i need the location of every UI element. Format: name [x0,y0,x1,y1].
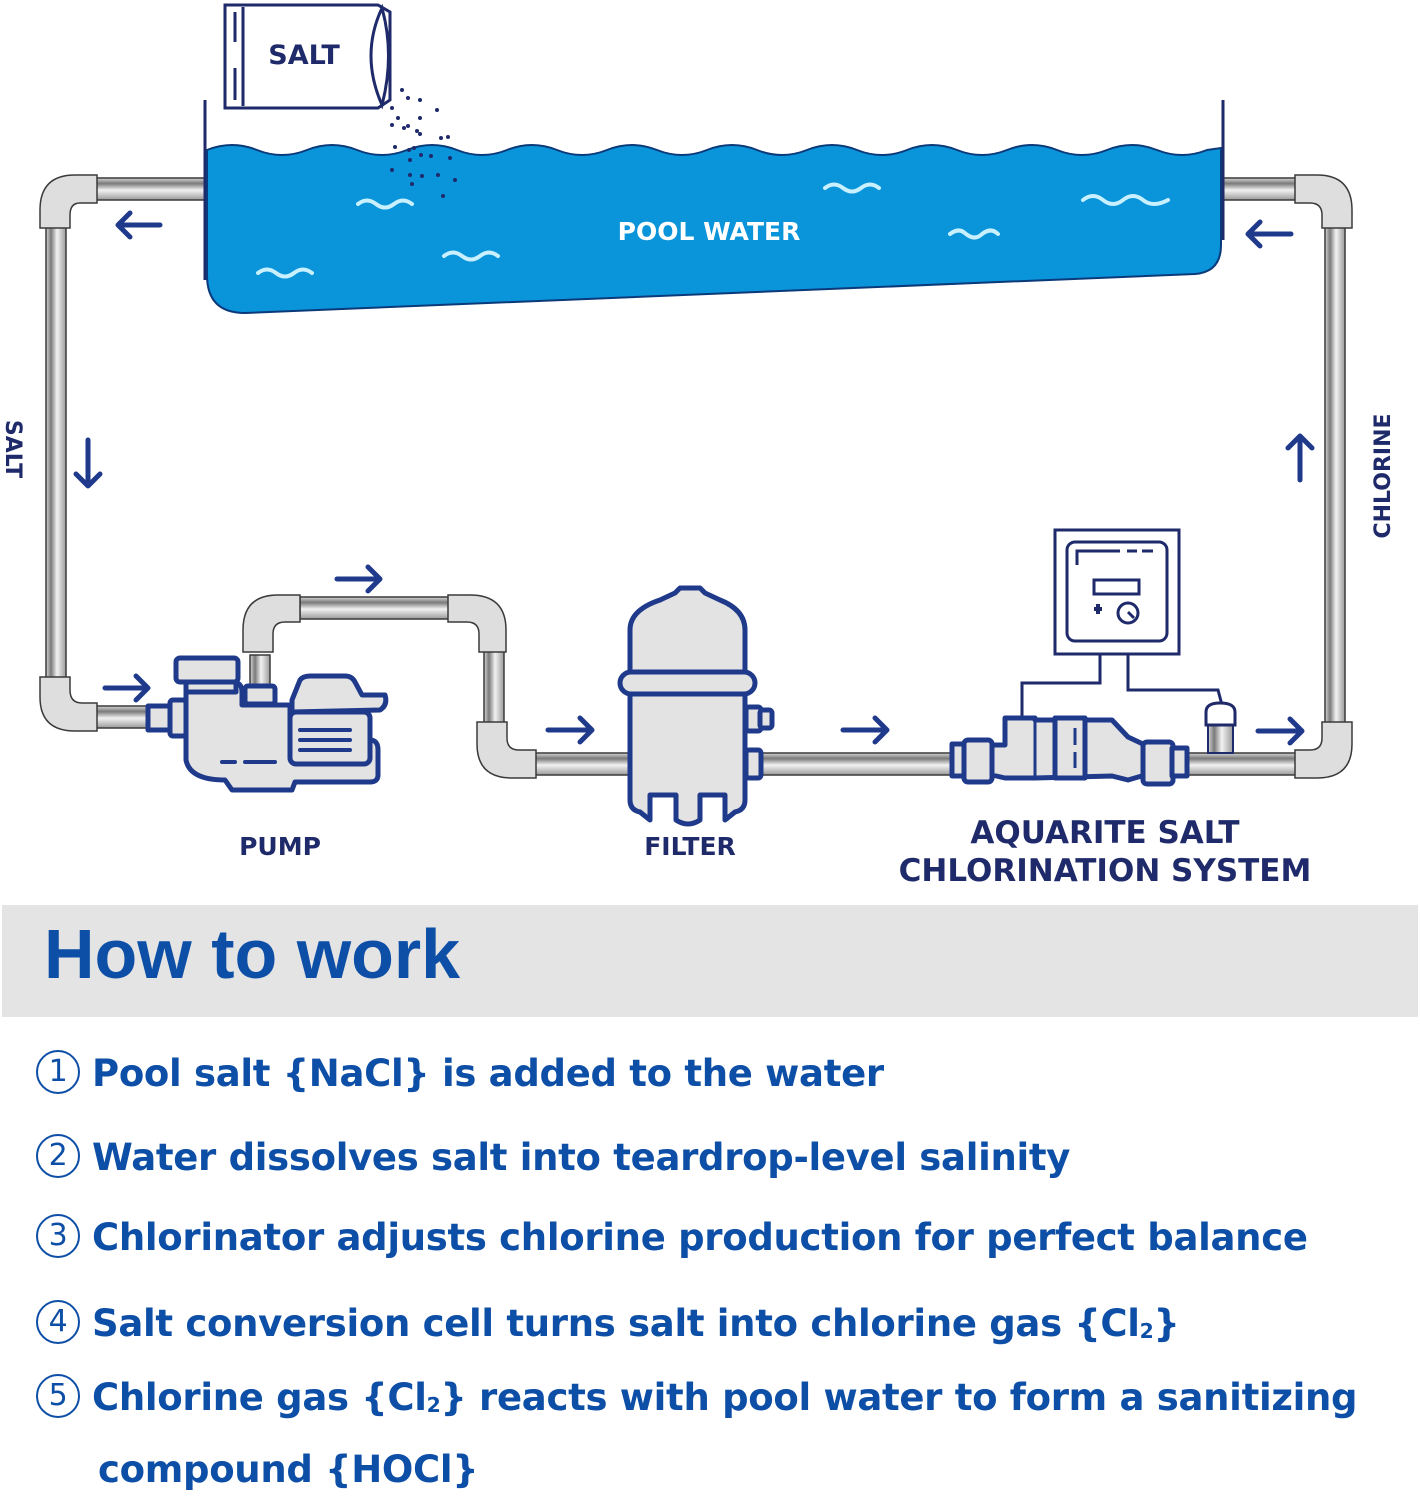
step-text: Salt conversion cell turns salt into chl… [92,1302,1140,1345]
union-nut-left [961,737,995,785]
pipe [299,596,451,620]
filter-label: FILTER [644,832,736,861]
filter-tank-bottom [627,691,748,827]
pump-label: PUMP [239,832,321,861]
step-item: 1 Pool salt {NaCl} is added to the water [36,1049,884,1098]
step-number-badge: 2 [36,1133,80,1178]
right-side-label: CHLORINE [1371,413,1396,538]
salt-bag-label: SALT [268,40,340,71]
filter-valve [743,747,764,781]
ripple [823,182,881,194]
elbow-loop-top-right [447,594,507,653]
union-nut-right [1140,739,1176,787]
flow-sensor-base [1207,724,1234,754]
pipe-elbows [39,174,1353,779]
dial-needle [1126,610,1136,620]
pipe [94,177,208,201]
system-label-line2: CHLORINATION SYSTEM [899,853,1312,889]
arrow-left-icon [1245,219,1294,249]
salt-grains [390,88,457,198]
control-display [1092,578,1141,596]
elbow-bottom-right [1294,721,1353,779]
sensor-cable [1126,654,1224,706]
step-text: Chlorine gas {Cl [92,1376,427,1419]
system-label-line1: AQUARITE SALT [970,815,1239,851]
salt-bag-body [223,3,392,110]
ripple [256,267,314,279]
elbow-loop-bottom [476,721,537,779]
ripple [1081,194,1170,206]
pipe [483,649,505,726]
pipe [45,224,67,681]
arrow-left-icon [115,210,163,240]
section-title: How to work [44,915,461,993]
step-number-badge: 3 [36,1213,80,1258]
pipe [1184,752,1298,776]
pump-lid [173,655,241,685]
arrow-right-icon [1255,716,1305,746]
filter: FILTER [617,585,775,861]
pump: PUMP [145,655,389,861]
arrow-right-icon [545,715,595,745]
pipe [94,705,151,729]
control-cable [1020,654,1102,716]
pipe [1221,177,1298,201]
step-item: 3 Chlorinator adjusts chlorine production… [36,1213,1308,1262]
elbow-pump-riser [242,594,301,653]
pipe [533,752,635,776]
step-text: Chlorinator adjusts chlorine production … [92,1216,1308,1259]
control-panel-line [1075,549,1153,565]
step-number-badge: 5 [36,1373,80,1418]
step-text: } reacts with pool water to form a sanit… [440,1376,1358,1419]
chlorinator-system: AQUARITE SALT CHLORINATION SYSTEM [899,528,1312,889]
step-text: Water dissolves salt into teardrop-level… [92,1136,1071,1179]
ripple [948,228,1000,240]
elbow-top-right [1294,174,1353,229]
flow-arrows [73,210,1315,746]
pool-salt-chlorination-diagram: POOL WATER SALT S [0,3,1396,889]
cell-chamber [1052,715,1088,781]
step-number-badge: 4 [36,1299,80,1344]
filter-band [617,669,758,697]
arrow-up-icon [1285,433,1315,483]
pump-outlet-nut [242,683,278,707]
arrow-down-icon [73,437,103,489]
step-number-badge: 1 [36,1049,80,1094]
pump-vents [220,728,352,764]
pump-neck [183,679,239,695]
step-item: 2 Water dissolves salt into teardrop-leve… [36,1133,1071,1182]
pool: POOL WATER [203,100,1225,315]
pipe [759,752,961,776]
section-header-band [2,905,1418,1017]
subscript: 2 [426,1393,441,1418]
pipe [1324,224,1346,726]
filter-tank-top [627,585,748,675]
pump-motor-cover [289,673,389,715]
pool-label: POOL WATER [618,217,801,246]
subscript: 2 [1139,1319,1154,1344]
left-side-label: SALT [0,420,25,478]
water-ripples [256,182,1170,279]
ripple [356,198,414,210]
salt-bag-opening [369,3,390,110]
step-text-continuation: compound {HOCl} [98,1447,479,1491]
union-right [1169,745,1190,779]
arrow-right-icon [334,564,383,594]
plus-icon [1094,604,1102,614]
elbow-top-left [39,174,98,229]
pool-water [206,144,1222,315]
step-text: Pool salt {NaCl} is added to the water [92,1052,884,1095]
arrow-right-icon [840,715,890,745]
flow-sensor-cap [1204,701,1237,727]
arrow-right-icon [102,673,151,703]
step-item: 5 Chlorine gas {Cl2} reacts with pool wat… [36,1373,1358,1491]
ripple [442,250,500,262]
filter-valve-cap [757,707,775,731]
elbow-bottom-left [39,676,98,732]
step-item: 4 Salt conversion cell turns salt into ch… [36,1299,1180,1348]
salt-bag: SALT [223,3,457,198]
step-text: } [1153,1302,1180,1345]
